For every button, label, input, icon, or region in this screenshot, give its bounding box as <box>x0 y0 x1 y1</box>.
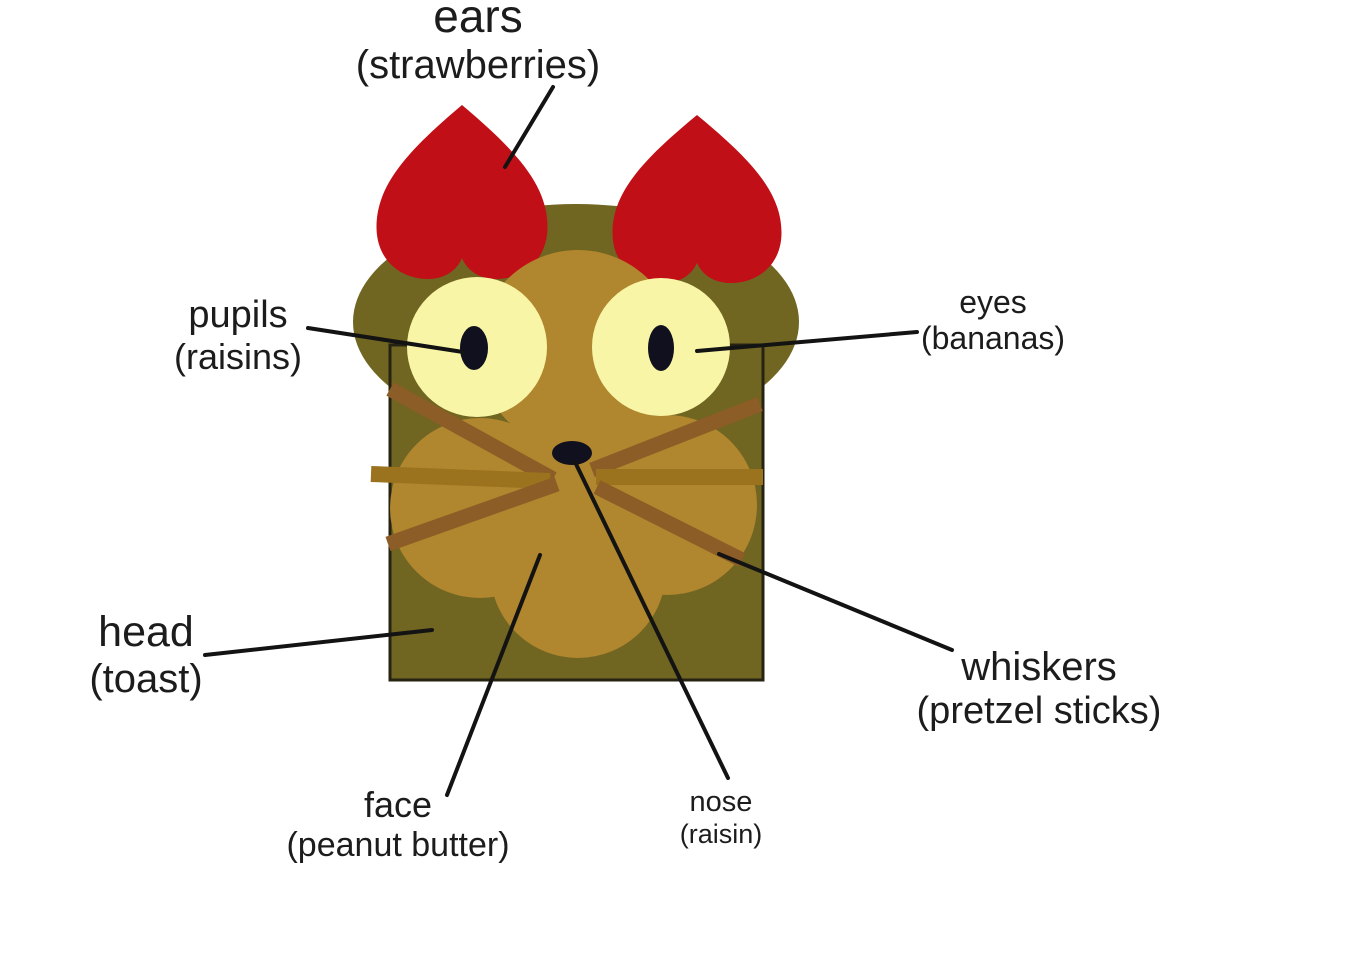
leader-line-head <box>203 628 434 657</box>
label-head-term: head <box>98 608 194 656</box>
label-face-food: (peanut butter) <box>286 825 510 864</box>
leader-line-ears <box>503 85 555 169</box>
label-pupils-term: pupils <box>188 294 288 336</box>
label-whiskers: whiskers (pretzel sticks) <box>879 645 1199 733</box>
leader-line-face <box>445 553 542 797</box>
label-eyes: eyes (bananas) <box>843 284 1143 356</box>
label-head: head (toast) <box>0 608 296 702</box>
label-whiskers-food: (pretzel sticks) <box>916 690 1162 733</box>
label-face-term: face <box>363 784 433 825</box>
label-whiskers-term: whiskers <box>961 645 1117 689</box>
pupil-left-raisin-shape <box>460 326 488 370</box>
leader-line-eyes <box>695 330 919 353</box>
pupil-right-raisin-shape <box>648 325 674 371</box>
whiskers-pretzel-shapes <box>370 382 763 567</box>
label-pupils: pupils (raisins) <box>88 294 388 378</box>
label-nose-food: (raisin) <box>679 818 763 849</box>
label-pupils-food: (raisins) <box>173 335 302 377</box>
label-ears-term: ears <box>433 0 523 42</box>
label-head-food: (toast) <box>89 656 203 701</box>
label-eyes-term: eyes <box>959 284 1027 320</box>
label-face: face (peanut butter) <box>248 784 548 864</box>
leader-line-nose <box>573 460 730 780</box>
label-nose-term: nose <box>689 786 753 818</box>
leader-line-whiskers <box>717 552 954 652</box>
ear-right-strawberry-shape <box>612 115 782 283</box>
label-ears-food: (strawberries) <box>355 42 601 87</box>
label-nose: nose (raisin) <box>611 786 831 849</box>
ear-left-strawberry-shape <box>376 105 548 279</box>
nose-raisin-shape <box>552 441 592 465</box>
label-ears: ears (strawberries) <box>278 0 678 88</box>
leader-line-pupils <box>306 326 465 354</box>
label-eyes-food: (bananas) <box>920 320 1066 357</box>
